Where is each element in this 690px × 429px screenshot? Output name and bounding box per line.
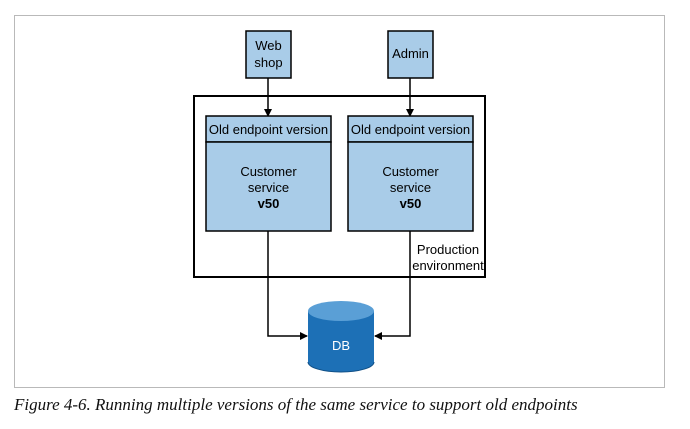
service-2-to-db-connector: [374, 231, 411, 340]
service-1-to-db-connector: [267, 231, 308, 340]
service-1-header-box: [205, 115, 332, 143]
service-2-header-box: [347, 115, 474, 143]
database-cylinder: [307, 301, 375, 373]
webshop-label-line1: Web: [255, 38, 282, 53]
webshop-label-line2: shop: [254, 55, 282, 70]
admin-client-box: [387, 30, 434, 79]
admin-label: Admin: [392, 46, 429, 61]
environment-label-line2: environment: [412, 258, 484, 273]
service-2-name-line2: service: [390, 180, 431, 195]
service-1-body-box: [205, 141, 332, 232]
service-1-name-line2: service: [248, 180, 289, 195]
environment-label-line1: Production: [417, 242, 479, 257]
service-2-header: Old endpoint version: [351, 122, 470, 137]
figure-caption: Figure 4-6. Running multiple versions of…: [14, 395, 578, 414]
service-1-name-line1: Customer: [240, 164, 297, 179]
service-2-name-line1: Customer: [382, 164, 439, 179]
service-1-header: Old endpoint version: [209, 122, 328, 137]
service-2-version: v50: [400, 196, 422, 211]
service-1-version: v50: [258, 196, 280, 211]
production-environment-box: [193, 95, 486, 278]
database-label: DB: [332, 338, 350, 353]
